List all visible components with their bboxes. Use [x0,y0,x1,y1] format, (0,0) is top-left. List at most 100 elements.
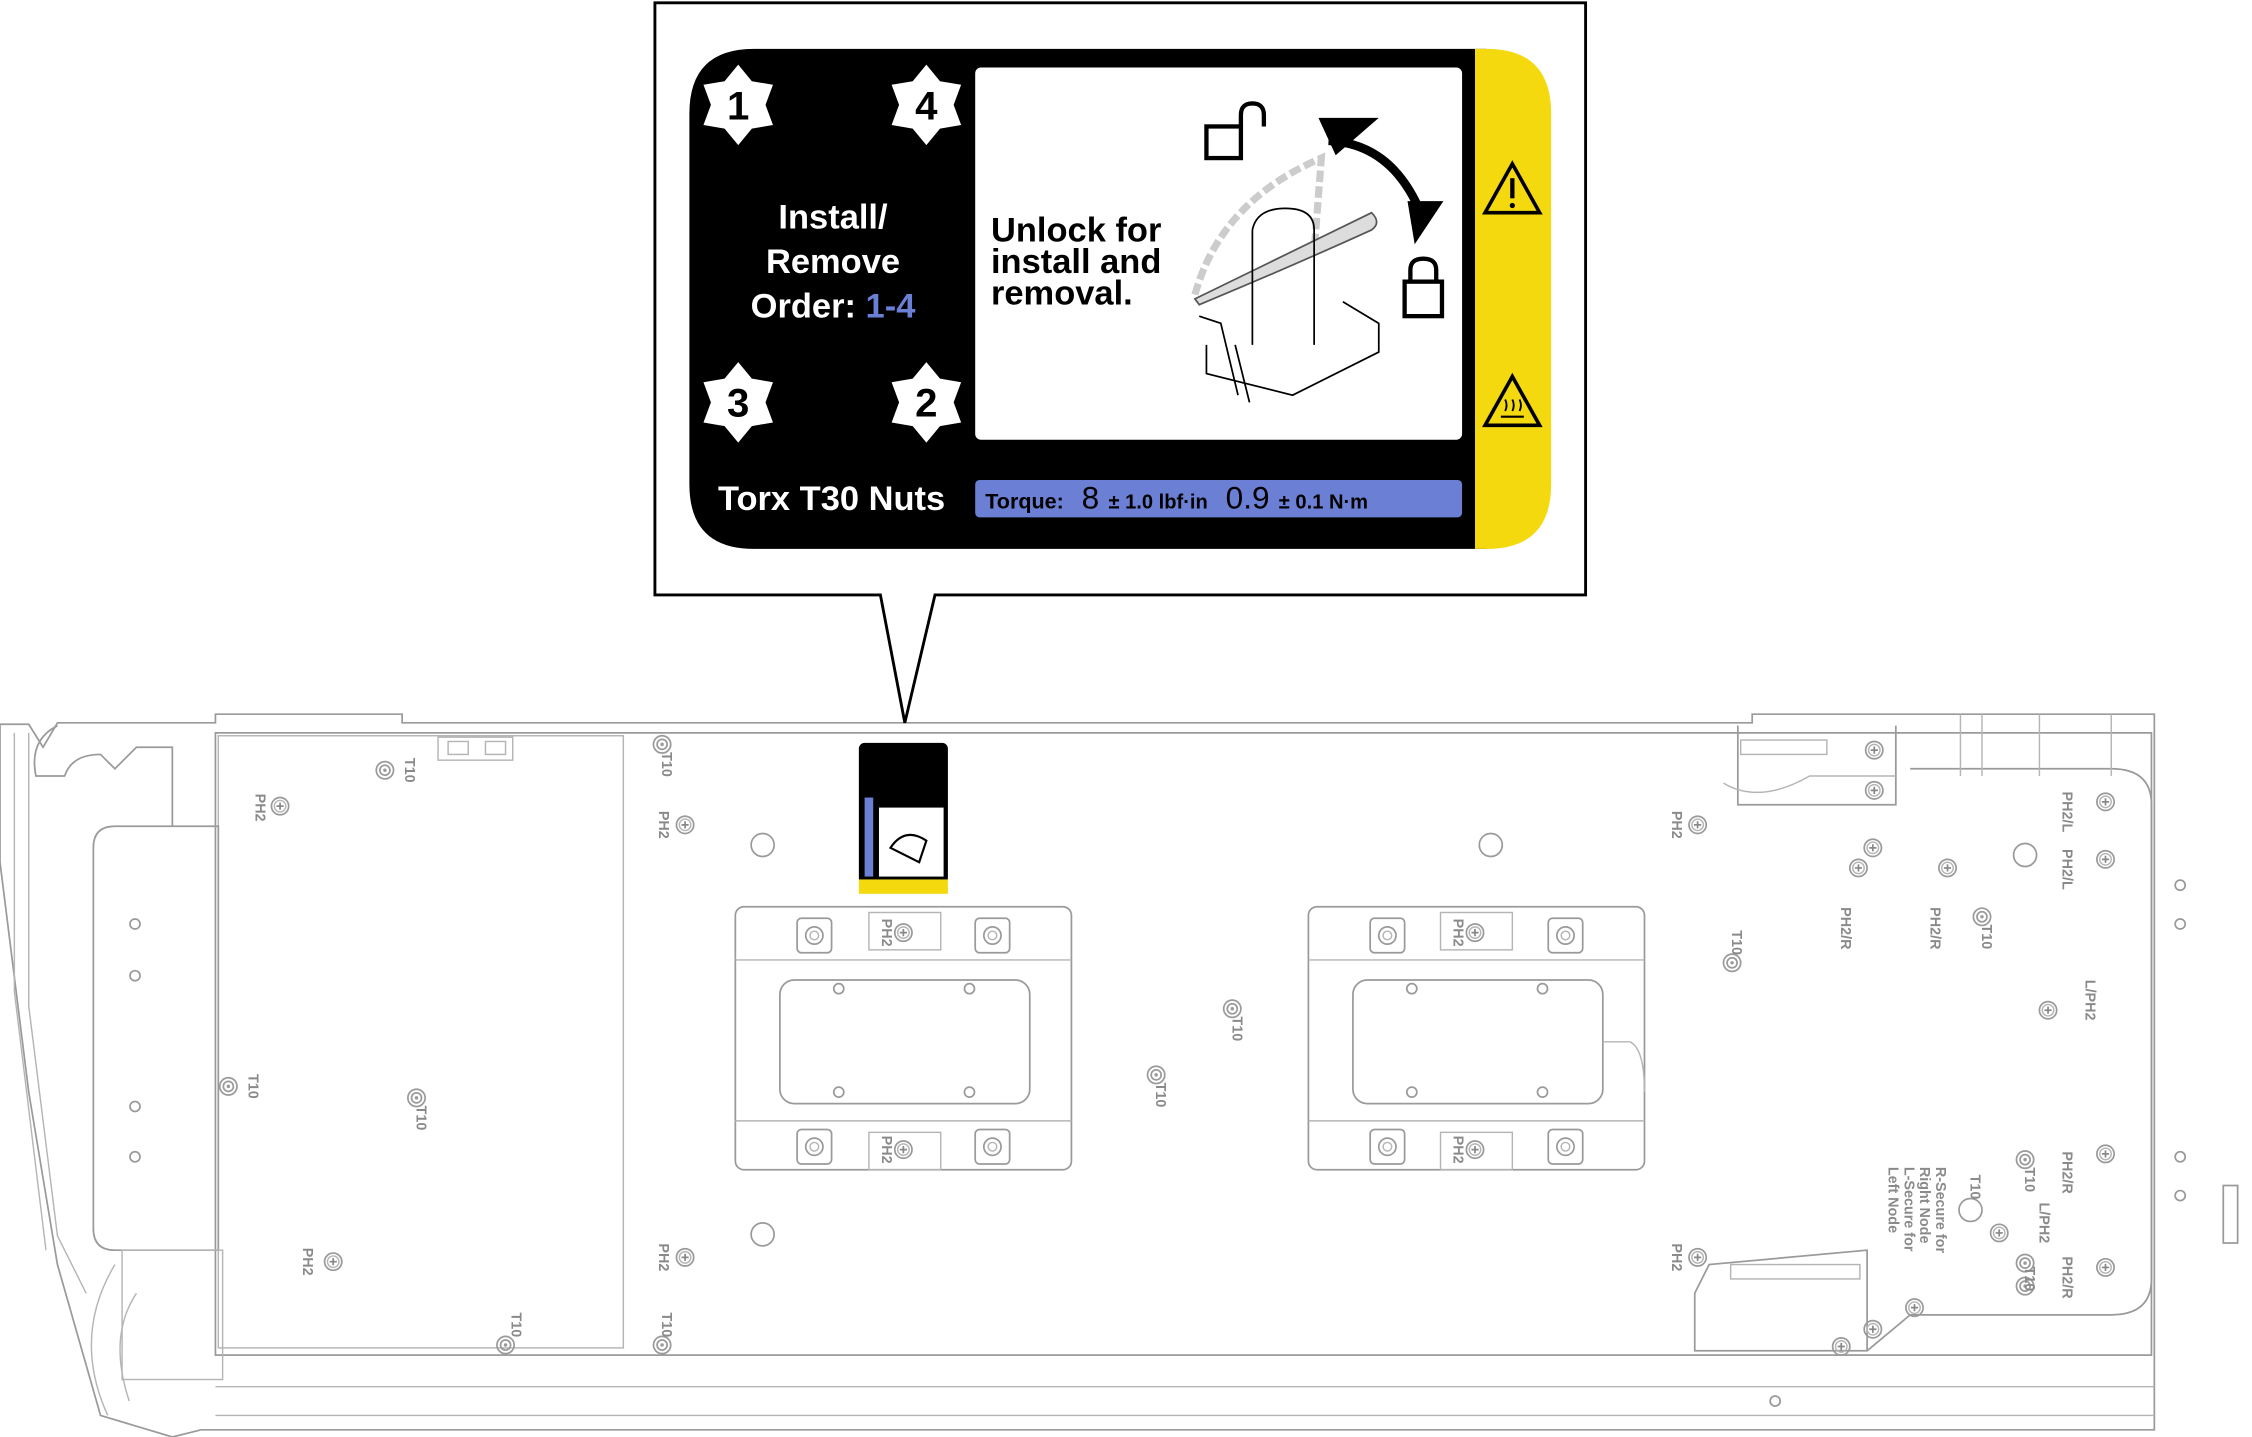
board-marking-t10: T10 [413,1106,429,1131]
mounting-hole [1536,982,1549,995]
mounting-hole [2012,842,2038,868]
torx-nut-icon [796,1128,833,1165]
mounting-hole [129,1150,141,1163]
torx-nut-icon [1369,917,1406,954]
star-number-4: 4 [915,83,938,128]
t10-standoff-icon [652,1335,672,1355]
rotation-arrow-icon [1318,117,1444,245]
board-marking-ph2: PH2 [299,1248,315,1276]
secure-note-line: L-Secure for [1900,1167,1916,1252]
board-marking-t10: T10 [1978,925,1994,950]
secure-note-line: Right Node [1916,1167,1932,1244]
torque-label: 1 4 3 2 Install/ Remove Order: 1-4 Torx … [689,48,1552,549]
mounting-hole [2174,918,2187,930]
board-marking-ph2: PH2 [252,794,268,822]
screw-icon [2096,849,2115,869]
cold-plate-right [1307,905,1646,1171]
t10-standoff-icon [496,1335,516,1355]
torx-nut-icon [796,917,833,954]
screw-icon [893,923,913,943]
board-marking-ph2-r: PH2/R [1837,907,1853,950]
star-number-3: 3 [727,381,749,426]
board-marking-t10: T10 [1152,1083,1168,1108]
star-number-1: 1 [727,83,749,128]
board-marking-t10: T10 [507,1313,523,1338]
t10-standoff-icon [1972,907,1992,927]
torque-metric-tolerance: ± 0.1 N·m [1279,492,1368,514]
screw-icon [323,1252,343,1272]
mounting-hole [129,918,141,930]
unlocked-padlock-icon [1204,101,1267,161]
nut-type: Torx T30 Nuts [718,480,945,518]
board-marking-l-ph2: L/PH2 [2081,980,2097,1021]
torx-nut-icon [1547,917,1584,954]
mounting-hole [1478,832,1504,858]
board-marking-l-ph2: L/PH2 [2035,1203,2051,1244]
board-marking-ph2: PH2 [1668,1243,1684,1271]
torque-label-text: Torque: [985,490,1064,514]
board-marking-ph2-l: PH2/L [2058,849,2074,890]
order-line-3: Order: 1-4 [751,288,916,326]
torx-nut-icon [1547,1128,1584,1165]
screw-icon [2096,1144,2115,1164]
board-marking-ph2: PH2 [1449,919,1465,947]
torque-imperial-value: 8 [1082,480,1100,516]
mounting-hole [832,1086,845,1099]
mounting-hole [750,1222,775,1247]
screw-icon [1688,1247,1708,1267]
hot-surface-icon [1481,372,1543,428]
board-marking-ph2-r: PH2/R [1926,907,1942,950]
screw-icon [1864,740,1884,760]
board-marking-t10: T10 [2021,1267,2037,1292]
screw-icon [1465,1140,1485,1160]
mounting-hole [1769,1395,1782,1407]
torx-nut-icon [974,917,1011,954]
mounting-hole [2174,1150,2187,1163]
mounting-hole [1405,982,1418,995]
torx-nut-icon [974,1128,1011,1165]
lever-illustration-icon [1191,152,1380,403]
board-marking-t10: T10 [658,1313,674,1338]
cold-plate-left [734,905,1073,1171]
board-marking-t10: T10 [1228,1017,1244,1042]
screw-icon [1864,780,1884,800]
mounting-hole [750,832,775,858]
order-line-1: Install/ [778,198,888,236]
mounting-hole [832,982,845,995]
t10-standoff-icon [652,734,672,754]
label-thumbnail [858,742,948,894]
screw-icon [1863,1319,1883,1339]
screw-icon [1938,858,1957,878]
mounting-hole [963,1086,976,1099]
board-marking-ph2-r: PH2/R [2058,1151,2074,1194]
order-range: 1-4 [866,288,916,326]
t10-standoff-icon [218,1076,238,1096]
torx-nut-icon [1369,1128,1406,1165]
board-marking-t10: T10 [244,1074,260,1099]
board-marking-ph2-l: PH2/L [2058,792,2074,833]
screw-icon [1688,815,1708,835]
unlock-line-3: removal. [991,275,1133,313]
screw-icon [2096,1257,2115,1277]
board-marking-ph2: PH2 [655,811,671,839]
t10-standoff-icon [407,1088,426,1108]
t10-standoff-icon [1722,953,1742,973]
torque-imperial-tolerance: ± 1.0 lbf·in [1108,492,1207,514]
board-marking-t10: T10 [2021,1167,2037,1192]
mounting-hole [2174,1189,2187,1202]
board-marking-ph2: PH2 [878,1136,894,1164]
order-line-2: Remove [766,243,900,281]
screw-icon [1863,838,1883,858]
board-marking-t10: T10 [401,758,417,783]
screw-icon [1465,923,1485,943]
board-marking-t10: T10 [1967,1175,1983,1200]
order-prefix: Order: [751,288,866,326]
t10-standoff-icon [375,760,395,780]
board-marking-ph2: PH2 [1449,1136,1465,1164]
board-marking-ph2: PH2 [1668,811,1684,839]
mounting-hole [1405,1086,1418,1099]
screw-icon [1905,1298,1924,1318]
screw-icon [2096,792,2115,812]
